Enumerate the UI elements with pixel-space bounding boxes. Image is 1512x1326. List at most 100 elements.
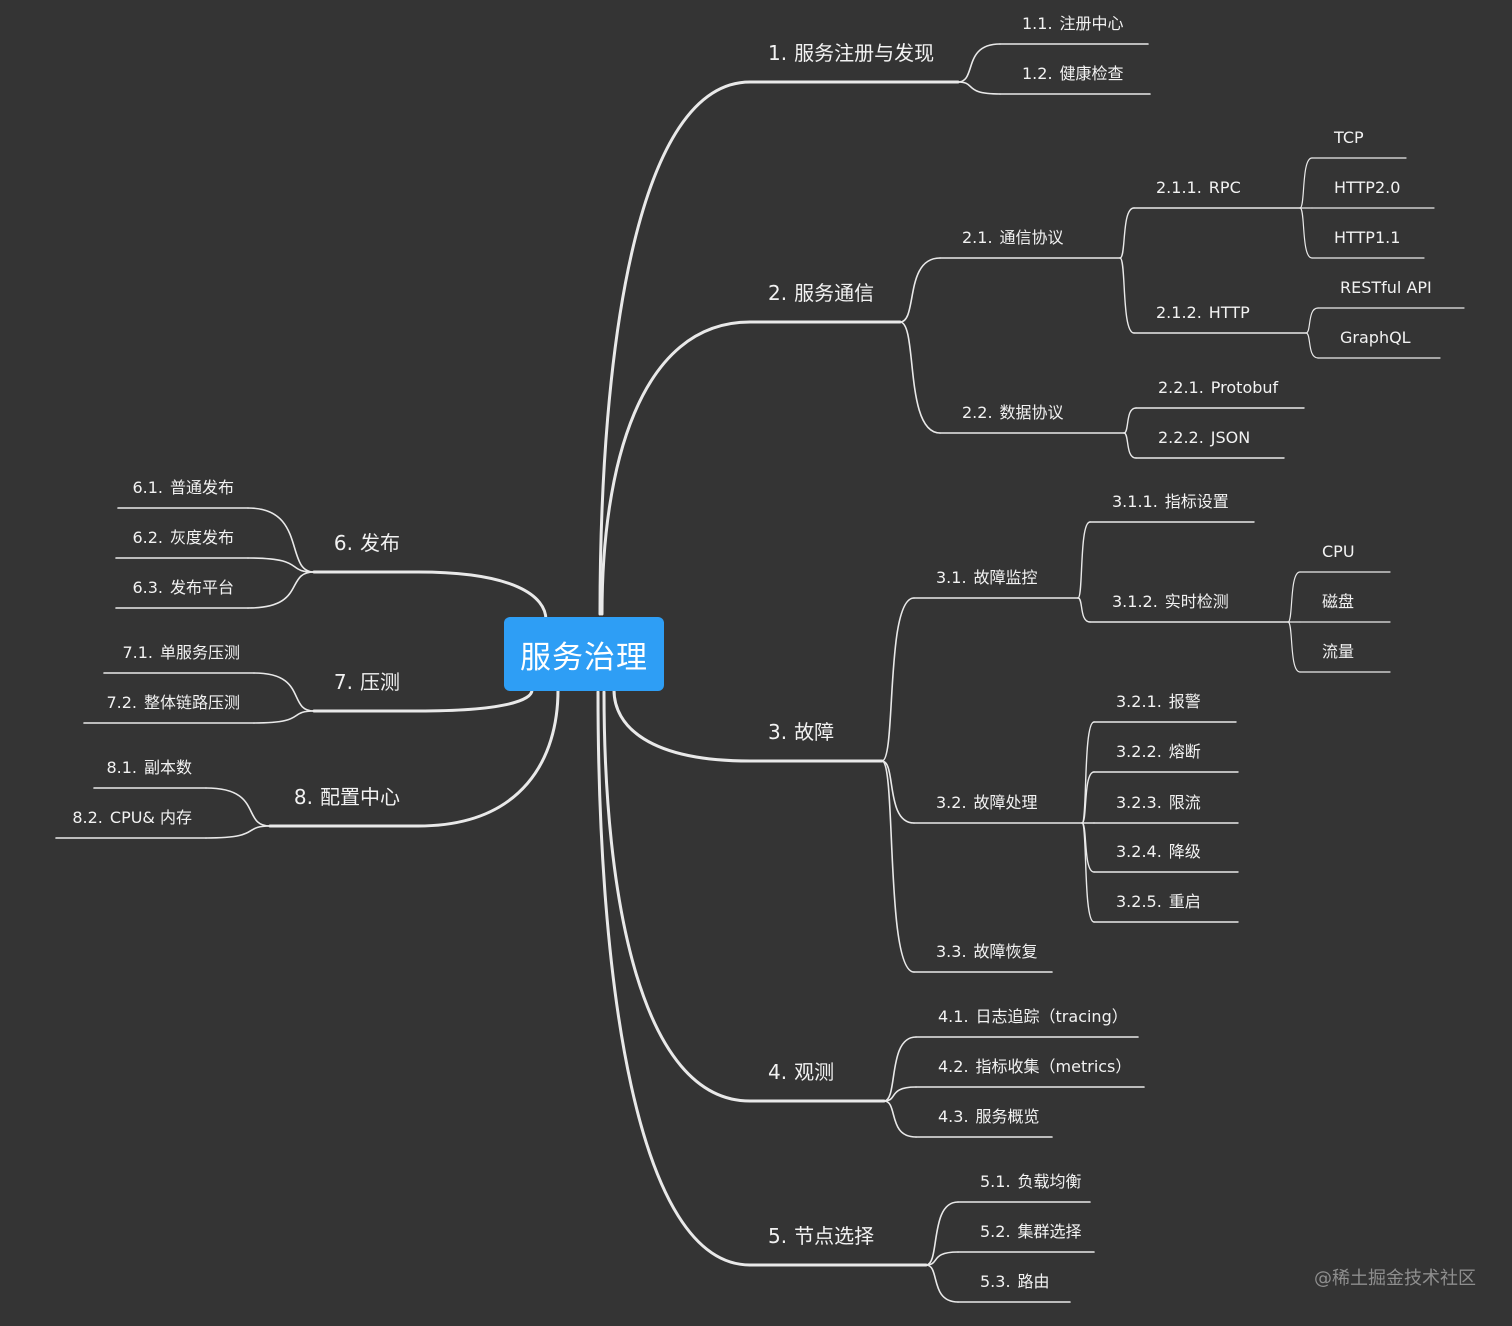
node-text: 磁盘 bbox=[1322, 592, 1355, 611]
node-n7-1[interactable]: 7.1. 单服务压测 bbox=[122, 643, 240, 663]
node-text: RPC bbox=[1208, 178, 1241, 197]
node-text: HTTP bbox=[1208, 303, 1250, 322]
node-n4[interactable]: 4.观测 bbox=[768, 1059, 834, 1085]
node-n5-1[interactable]: 5.1.负载均衡 bbox=[980, 1172, 1082, 1192]
node-tcp[interactable]: TCP bbox=[1334, 128, 1364, 148]
node-n6-2[interactable]: 6.2. 灰度发布 bbox=[132, 528, 234, 548]
connector-root-to-n6 bbox=[416, 570, 548, 622]
node-n3-1-1[interactable]: 3.1.1.指标设置 bbox=[1112, 492, 1229, 512]
node-n3-2-3[interactable]: 3.2.3.限流 bbox=[1116, 793, 1201, 813]
node-n2-2-2[interactable]: 2.2.2. JSON bbox=[1158, 428, 1250, 448]
node-text: 节点选择 bbox=[794, 1224, 875, 1248]
node-n3-2-4[interactable]: 3.2.4.降级 bbox=[1116, 842, 1201, 862]
node-n3-1[interactable]: 3.1.故障监控 bbox=[936, 568, 1038, 588]
node-http2[interactable]: HTTP2.0 bbox=[1334, 178, 1400, 198]
node-n3[interactable]: 3.故障 bbox=[768, 719, 834, 745]
node-n5[interactable]: 5.节点选择 bbox=[768, 1223, 874, 1249]
node-text: 重启 bbox=[1168, 892, 1201, 911]
node-number: 2.2.2. bbox=[1158, 428, 1204, 447]
node-n3-1-2[interactable]: 3.1.2.实时检测 bbox=[1112, 592, 1229, 612]
node-n3-2-2[interactable]: 3.2.2.熔断 bbox=[1116, 742, 1201, 762]
node-n8-1[interactable]: 8.1.副本数 bbox=[106, 758, 192, 778]
node-n8[interactable]: 8.配置中心 bbox=[294, 784, 400, 810]
node-number: 4. bbox=[768, 1060, 788, 1084]
node-n4-3[interactable]: 4.3.服务概览 bbox=[938, 1107, 1040, 1127]
node-number: 3. bbox=[768, 720, 788, 744]
node-text: 发布 bbox=[360, 531, 400, 555]
node-disk[interactable]: 磁盘 bbox=[1322, 592, 1354, 612]
node-n3-3[interactable]: 3.3.故障恢复 bbox=[936, 942, 1038, 962]
node-n3-2-1[interactable]: 3.2.1.报警 bbox=[1116, 692, 1201, 712]
node-n2-2[interactable]: 2.2.数据协议 bbox=[962, 403, 1064, 423]
node-n6[interactable]: 6.发布 bbox=[334, 530, 400, 556]
node-n2-1-2[interactable]: 2.1.2.HTTP bbox=[1156, 303, 1250, 323]
node-text: HTTP1.1 bbox=[1334, 228, 1401, 247]
node-n4-1[interactable]: 4.1.日志追踪（tracing） bbox=[938, 1007, 1128, 1027]
node-n6-3[interactable]: 6.3.发布平台 bbox=[132, 578, 234, 598]
root-node[interactable]: 服务治理 bbox=[504, 617, 664, 691]
connector-root-to-n2 bbox=[600, 320, 752, 616]
node-restful[interactable]: RESTful API bbox=[1340, 278, 1432, 298]
node-n1-1[interactable]: 1.1.注册中心 bbox=[1022, 14, 1124, 34]
node-text: 服务注册与发现 bbox=[794, 41, 935, 65]
node-n3-2-5[interactable]: 3.2.5.重启 bbox=[1116, 892, 1201, 912]
node-number: 6.2. bbox=[132, 528, 163, 547]
node-text: 灰度发布 bbox=[169, 528, 234, 547]
node-text: 报警 bbox=[1168, 692, 1201, 711]
node-text: 服务通信 bbox=[794, 281, 875, 305]
node-n3-2[interactable]: 3.2.故障处理 bbox=[936, 793, 1038, 813]
node-number: 5.3. bbox=[980, 1272, 1011, 1291]
node-text: 观测 bbox=[794, 1060, 835, 1084]
node-n5-3[interactable]: 5.3. 路由 bbox=[980, 1272, 1050, 1292]
node-number: 4.2. bbox=[938, 1057, 969, 1076]
node-number: 2.2.1. bbox=[1158, 378, 1204, 397]
node-number: 1.2. bbox=[1022, 64, 1053, 83]
node-number: 7.1. bbox=[122, 643, 153, 662]
node-text: 实时检测 bbox=[1164, 592, 1229, 611]
node-n2[interactable]: 2.服务通信 bbox=[768, 280, 874, 306]
node-n6-1[interactable]: 6.1. 普通发布 bbox=[132, 478, 234, 498]
node-n1-2[interactable]: 1.2.健康检查 bbox=[1022, 64, 1124, 84]
connector-n2-1-to-n2-1-2 bbox=[1119, 257, 1135, 334]
node-n7-2[interactable]: 7.2.整体链路压测 bbox=[106, 693, 240, 713]
node-text: JSON bbox=[1210, 428, 1251, 447]
node-text: 故障 bbox=[794, 720, 835, 744]
node-graphql[interactable]: GraphQL bbox=[1340, 328, 1411, 348]
node-text: 普通发布 bbox=[169, 478, 234, 497]
connector-n3-1-to-n3-1-2 bbox=[1077, 597, 1091, 623]
node-number: 5. bbox=[768, 1224, 788, 1248]
node-n4-2[interactable]: 4.2. 指标收集（metrics） bbox=[938, 1057, 1131, 1077]
node-number: 3.2.4. bbox=[1116, 842, 1162, 861]
connector-n2-1-2-to-graphql bbox=[1305, 332, 1319, 359]
node-flow[interactable]: 流量 bbox=[1322, 642, 1354, 662]
connector-n6-to-n6-1 bbox=[247, 507, 315, 573]
node-http11[interactable]: HTTP1.1 bbox=[1334, 228, 1400, 248]
connector-n2-1-1-to-http11 bbox=[1299, 207, 1313, 259]
node-number: 2.1.1. bbox=[1156, 178, 1202, 197]
node-text: 单服务压测 bbox=[159, 643, 240, 662]
connector-n6-to-n6-2 bbox=[247, 557, 315, 573]
connector-n3-1-2-to-cpu bbox=[1287, 571, 1301, 623]
connector-n3-2-to-n3-2-2 bbox=[1081, 771, 1095, 824]
connector-n3-to-n3-1 bbox=[881, 597, 915, 762]
node-text: 压测 bbox=[360, 670, 400, 694]
node-number: 6.1. bbox=[132, 478, 163, 497]
node-n7[interactable]: 7.压测 bbox=[334, 669, 400, 695]
node-text: HTTP2.0 bbox=[1334, 178, 1401, 197]
connector-n8-to-n8-1 bbox=[205, 787, 271, 827]
connector-n1-to-n1-1 bbox=[957, 43, 1001, 83]
node-n2-2-1[interactable]: 2.2.1.Protobuf bbox=[1158, 378, 1278, 398]
node-n2-1[interactable]: 2.1.通信协议 bbox=[962, 228, 1064, 248]
node-text: 路由 bbox=[1017, 1272, 1050, 1291]
node-text: 指标收集（metrics） bbox=[975, 1057, 1132, 1076]
connector-n2-to-n2-1 bbox=[899, 257, 941, 323]
node-n5-2[interactable]: 5.2.集群选择 bbox=[980, 1222, 1082, 1242]
node-n8-2[interactable]: 8.2.CPU& 内存 bbox=[72, 808, 192, 828]
node-text: GraphQL bbox=[1340, 328, 1411, 347]
connector-n7-to-n7-1 bbox=[253, 672, 315, 712]
node-number: 3.3. bbox=[936, 942, 967, 961]
node-n1[interactable]: 1.服务注册与发现 bbox=[768, 40, 934, 66]
node-cpu[interactable]: CPU bbox=[1322, 542, 1355, 562]
node-n2-1-1[interactable]: 2.1.1. RPC bbox=[1156, 178, 1241, 198]
